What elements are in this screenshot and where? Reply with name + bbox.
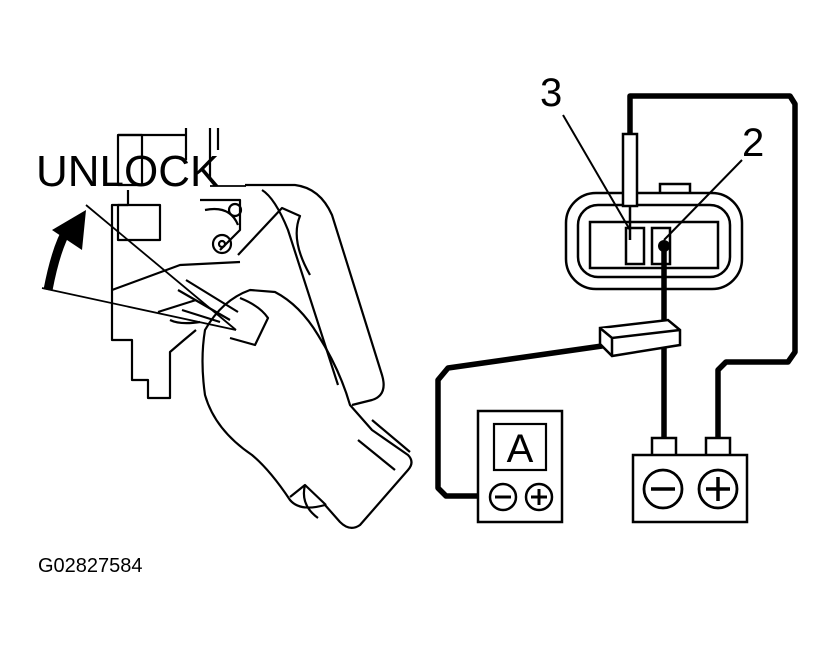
connector (564, 182, 744, 291)
plus-terminal-icon (524, 482, 554, 512)
battery (631, 436, 749, 524)
plus-terminal-icon (697, 468, 739, 510)
rotation-arrow-icon (43, 210, 86, 291)
unlock-leader-lines (41, 185, 246, 331)
callout-lines (562, 114, 743, 241)
ammeter: A (476, 409, 564, 524)
callout-3-label: 3 (540, 71, 562, 115)
unlock-label: UNLOCK (36, 147, 219, 196)
inline-connector (598, 318, 682, 358)
minus-terminal-icon (642, 468, 684, 510)
minus-terminal-icon (488, 482, 518, 512)
lock-mechanism-illustration (110, 128, 413, 529)
callout-2-label: 2 (742, 121, 764, 165)
figure-code: G02827584 (38, 555, 143, 577)
terminal-2-contact (658, 240, 670, 252)
ammeter-symbol: A (507, 427, 534, 471)
probe-icon (621, 132, 639, 240)
